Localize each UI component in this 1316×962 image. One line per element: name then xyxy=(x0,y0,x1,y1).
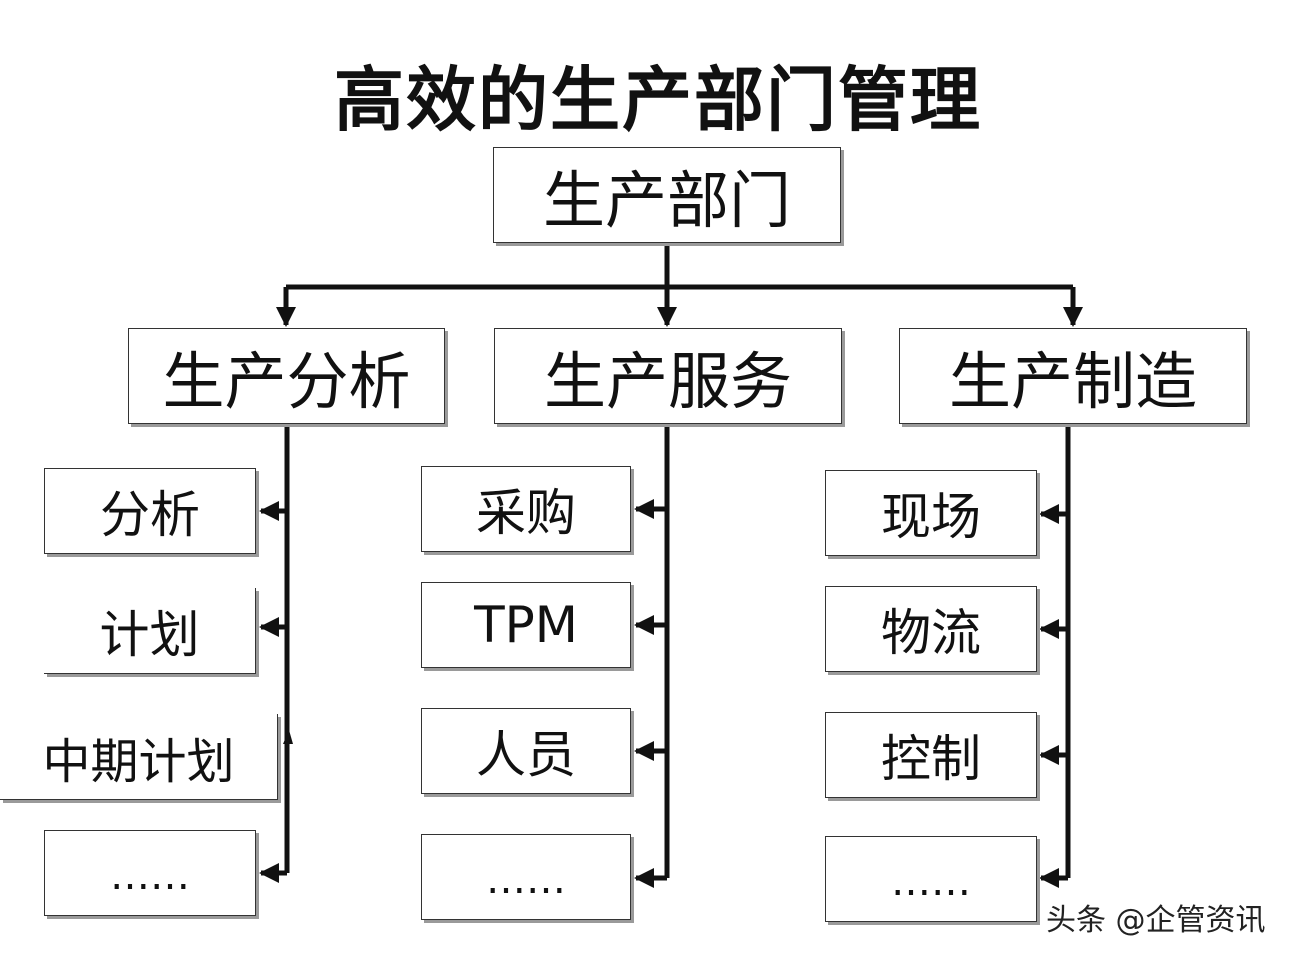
leaf-node: 计划 xyxy=(44,588,256,674)
leaf-node: 现场 xyxy=(825,470,1037,556)
arrow-col0-leaf2 xyxy=(283,730,293,744)
diagram-title: 高效的生产部门管理 xyxy=(334,59,982,141)
leaf-node: 人员 xyxy=(421,708,631,794)
root-node: 生产部门 xyxy=(493,147,841,243)
leaf-node-ellipsis: …… xyxy=(44,830,256,916)
watermark-text: 头条 @企管资讯 xyxy=(1046,903,1266,938)
leaf-node: 中期计划 xyxy=(0,714,278,800)
branch-node-service: 生产服务 xyxy=(494,328,842,424)
leaf-node: 采购 xyxy=(421,466,631,552)
leaf-node-ellipsis: …… xyxy=(825,836,1037,922)
leaf-node: TPM xyxy=(421,582,631,668)
leaf-node: 控制 xyxy=(825,712,1037,798)
leaf-node: 物流 xyxy=(825,586,1037,672)
branch-node-analysis: 生产分析 xyxy=(128,328,445,424)
branch-node-manufacturing: 生产制造 xyxy=(899,328,1247,424)
leaf-node-ellipsis: …… xyxy=(421,834,631,920)
leaf-node: 分析 xyxy=(44,468,256,554)
